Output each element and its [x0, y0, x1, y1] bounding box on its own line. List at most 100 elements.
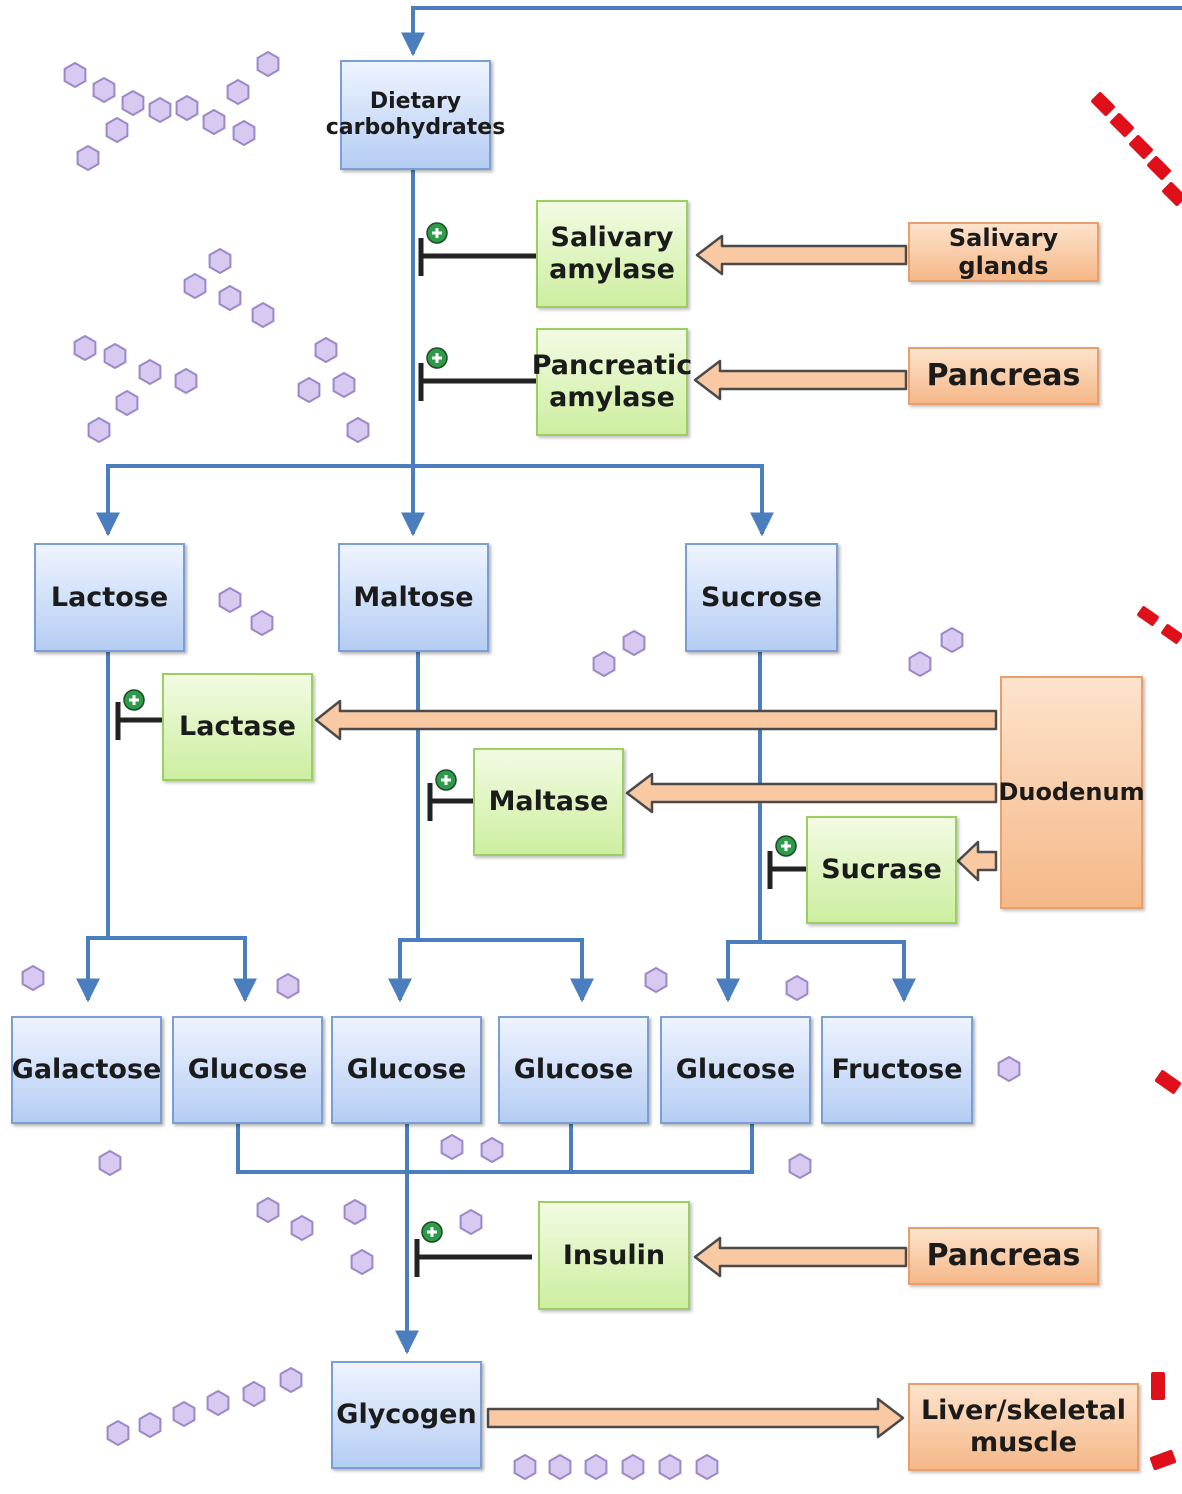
hexagon-icon: [121, 89, 145, 117]
hexagon-icon: [276, 972, 300, 1000]
red-edge-mark: [1161, 624, 1182, 644]
enzyme-insulin: Insulin: [538, 1201, 690, 1310]
hexagon-icon: [148, 96, 172, 124]
hexagon-icon: [208, 247, 232, 275]
arrow-pancreas-amylase: [693, 359, 908, 401]
node-glucose: Glucose: [498, 1016, 649, 1124]
hexagon-icon: [98, 1149, 122, 1177]
hexagon-icon: [480, 1136, 504, 1164]
hexagon-icon: [73, 334, 97, 362]
red-edge-mark: [1149, 1449, 1177, 1471]
hexagon-icon: [232, 119, 256, 147]
node-galactose: Galactose: [11, 1016, 162, 1124]
flow-lines: [76, 6, 1182, 1355]
hexagon-icon: [459, 1208, 483, 1236]
hexagon-icon: [226, 78, 250, 106]
hexagon-icon: [785, 974, 809, 1002]
enzyme-maltase: Maltase: [473, 748, 624, 856]
hexagon-icon: [218, 284, 242, 312]
hexagon-icon: [622, 629, 646, 657]
hexagon-icon: [87, 416, 111, 444]
hexagon-icon: [513, 1453, 537, 1481]
hexagon-icon: [63, 61, 87, 89]
hexagon-icon: [279, 1366, 303, 1394]
arrow-salivary-glands: [695, 234, 908, 276]
enzyme-salivary-amylase: Salivary amylase: [536, 200, 688, 308]
node-glucose: Glucose: [331, 1016, 482, 1124]
node-glucose: Glucose: [660, 1016, 811, 1124]
hexagon-icon: [218, 586, 242, 614]
node-dietary-carbohydrates: Dietary carbohydrates: [326, 60, 505, 170]
hexagon-icon: [332, 371, 356, 399]
arrow-duodenum-lactase: [314, 699, 998, 741]
hexagon-icon: [346, 416, 370, 444]
organ-pancreas: Pancreas: [908, 347, 1099, 405]
hexagon-icon: [115, 389, 139, 417]
red-edge-mark: [1110, 113, 1134, 137]
hexagon-icon: [103, 342, 127, 370]
hexagon-icon: [592, 650, 616, 678]
red-edge-mark: [1091, 92, 1115, 116]
node-lactose: Lactose: [34, 543, 185, 652]
hexagon-icon: [174, 367, 198, 395]
arrow-duodenum-maltase: [625, 772, 998, 814]
hexagon-icon: [343, 1198, 367, 1226]
plus-circle-icon: [123, 689, 145, 711]
flow-sucrose-split: [716, 940, 916, 1003]
arrow-pancreas-insulin: [693, 1236, 908, 1278]
stim-pancreatic-amylase: [418, 363, 536, 401]
stimulation-connectors: [115, 238, 806, 1277]
node-fructose: Fructose: [821, 1016, 973, 1124]
hexagon-icon: [106, 1419, 130, 1447]
flow-glucose-collector: [236, 1124, 754, 1174]
hexagon-icon: [297, 376, 321, 404]
hexagon-icon: [138, 358, 162, 386]
node-glycogen: Glycogen: [331, 1361, 482, 1469]
stim-sucrase: [767, 851, 806, 889]
hexagon-icon: [940, 626, 964, 654]
plus-circle-icon: [426, 347, 448, 369]
hexagon-icon: [92, 76, 116, 104]
flow-lactose-galactose: [76, 936, 108, 1003]
hexagon-icon: [175, 94, 199, 122]
hexagon-icon: [314, 336, 338, 364]
organ-salivary-glands: Salivary glands: [908, 222, 1099, 282]
node-glucose: Glucose: [172, 1016, 323, 1124]
node-maltose: Maltose: [338, 543, 489, 652]
plus-circle-icon: [775, 835, 797, 857]
arrow-glycogen-liver: [486, 1397, 905, 1439]
flow-split-right: [413, 464, 774, 537]
hexagon-icon: [76, 144, 100, 172]
hexagon-icon: [206, 1389, 230, 1417]
hexagon-icon: [138, 1411, 162, 1439]
hexagon-icon: [105, 116, 129, 144]
hexagon-icon: [290, 1214, 314, 1242]
organ-pancreas: Pancreas: [908, 1227, 1099, 1285]
hexagon-icon: [251, 301, 275, 329]
stim-maltase: [427, 783, 473, 821]
plus-circle-icon: [435, 769, 457, 791]
plus-circle-icon: [426, 222, 448, 244]
stim-lactase: [115, 702, 162, 740]
hexagon-icon: [256, 1196, 280, 1224]
flow-maltose-split: [388, 938, 594, 1003]
arrow-duodenum-sucrase: [956, 840, 998, 882]
hexagon-icon: [202, 108, 226, 136]
red-edge-mark: [1137, 606, 1159, 626]
plus-circle-icons: [123, 222, 797, 1243]
hexagon-icon: [621, 1453, 645, 1481]
hexagon-icon: [250, 609, 274, 637]
red-edge-mark: [1154, 1070, 1182, 1094]
hexagon-icon: [695, 1453, 719, 1481]
enzyme-sucrase: Sucrase: [806, 816, 957, 924]
hexagon-icon: [256, 50, 280, 78]
hexagon-icon: [584, 1453, 608, 1481]
hexagon-icon: [908, 650, 932, 678]
hexagon-icon: [183, 272, 207, 300]
red-edge-mark: [1147, 156, 1171, 180]
organ-liver-skeletal-muscle: Liver/skeletal muscle: [908, 1383, 1139, 1471]
red-edge-mark: [1162, 182, 1182, 206]
